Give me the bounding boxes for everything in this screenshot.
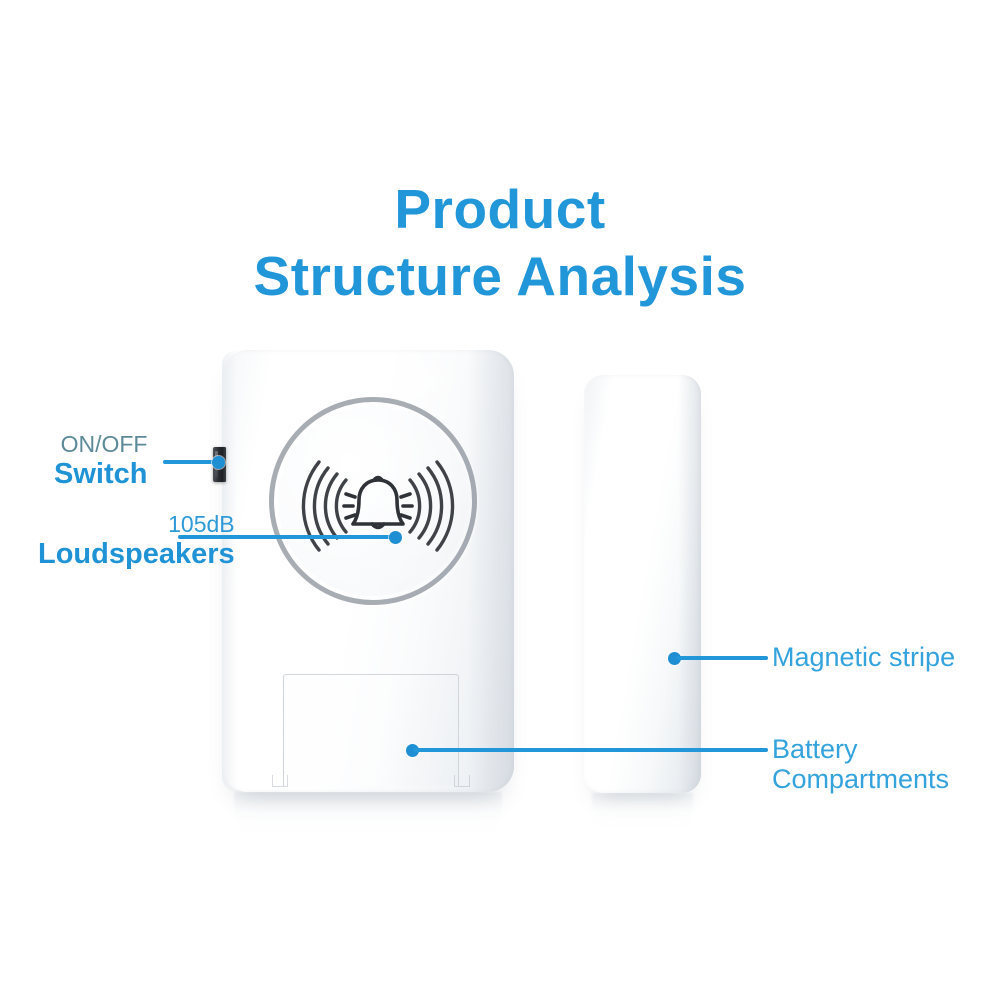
magnet-top-sheen: [595, 380, 680, 410]
body-left-highlight: [222, 350, 237, 792]
leader-line-battery: [413, 748, 768, 752]
callout-loudspeakers-sub: 105dB: [168, 511, 235, 537]
magnet-right-shading: [677, 375, 701, 793]
ring-inner-surface: [278, 406, 468, 596]
leader-dot-magnetic-stripe: [668, 652, 681, 665]
callout-switch-main: Switch: [54, 457, 148, 490]
leader-line-loudspeakers: [178, 535, 398, 539]
title-line-1: Product: [394, 178, 606, 240]
magnet-reflection: [592, 793, 693, 831]
callout-battery-line2: Compartments: [772, 764, 950, 795]
door-notch-right: [454, 775, 470, 787]
callout-battery-compartments: Battery Compartments: [772, 734, 949, 794]
battery-compartment-door: [272, 674, 470, 787]
leader-line-magnetic-stripe: [676, 656, 768, 660]
loudspeaker-ring: [269, 397, 477, 605]
alarm-main-unit: [222, 350, 514, 792]
leader-dot-switch: [212, 456, 225, 469]
door-notch-left: [272, 775, 288, 787]
leader-dot-loudspeakers: [389, 531, 402, 544]
page-title: Product Structure Analysis: [0, 182, 1000, 304]
alarm-bell-icon: [301, 460, 455, 552]
leader-line-switch: [163, 460, 221, 464]
callout-switch-sub: ON/OFF: [60, 431, 148, 457]
leader-dot-battery: [406, 744, 419, 757]
callout-battery-line1: Battery: [772, 734, 858, 764]
main-unit-reflection: [234, 792, 502, 836]
magnet-bar: [584, 375, 701, 793]
callout-switch: ON/OFF Switch: [54, 431, 148, 490]
callout-magnetic-stripe: Magnetic stripe: [772, 642, 955, 672]
callout-loudspeakers: 105dB Loudspeakers: [38, 511, 235, 570]
title-line-2: Structure Analysis: [253, 245, 747, 307]
callout-loudspeakers-main: Loudspeakers: [38, 537, 235, 570]
callout-magnetic-stripe-label: Magnetic stripe: [772, 642, 956, 672]
